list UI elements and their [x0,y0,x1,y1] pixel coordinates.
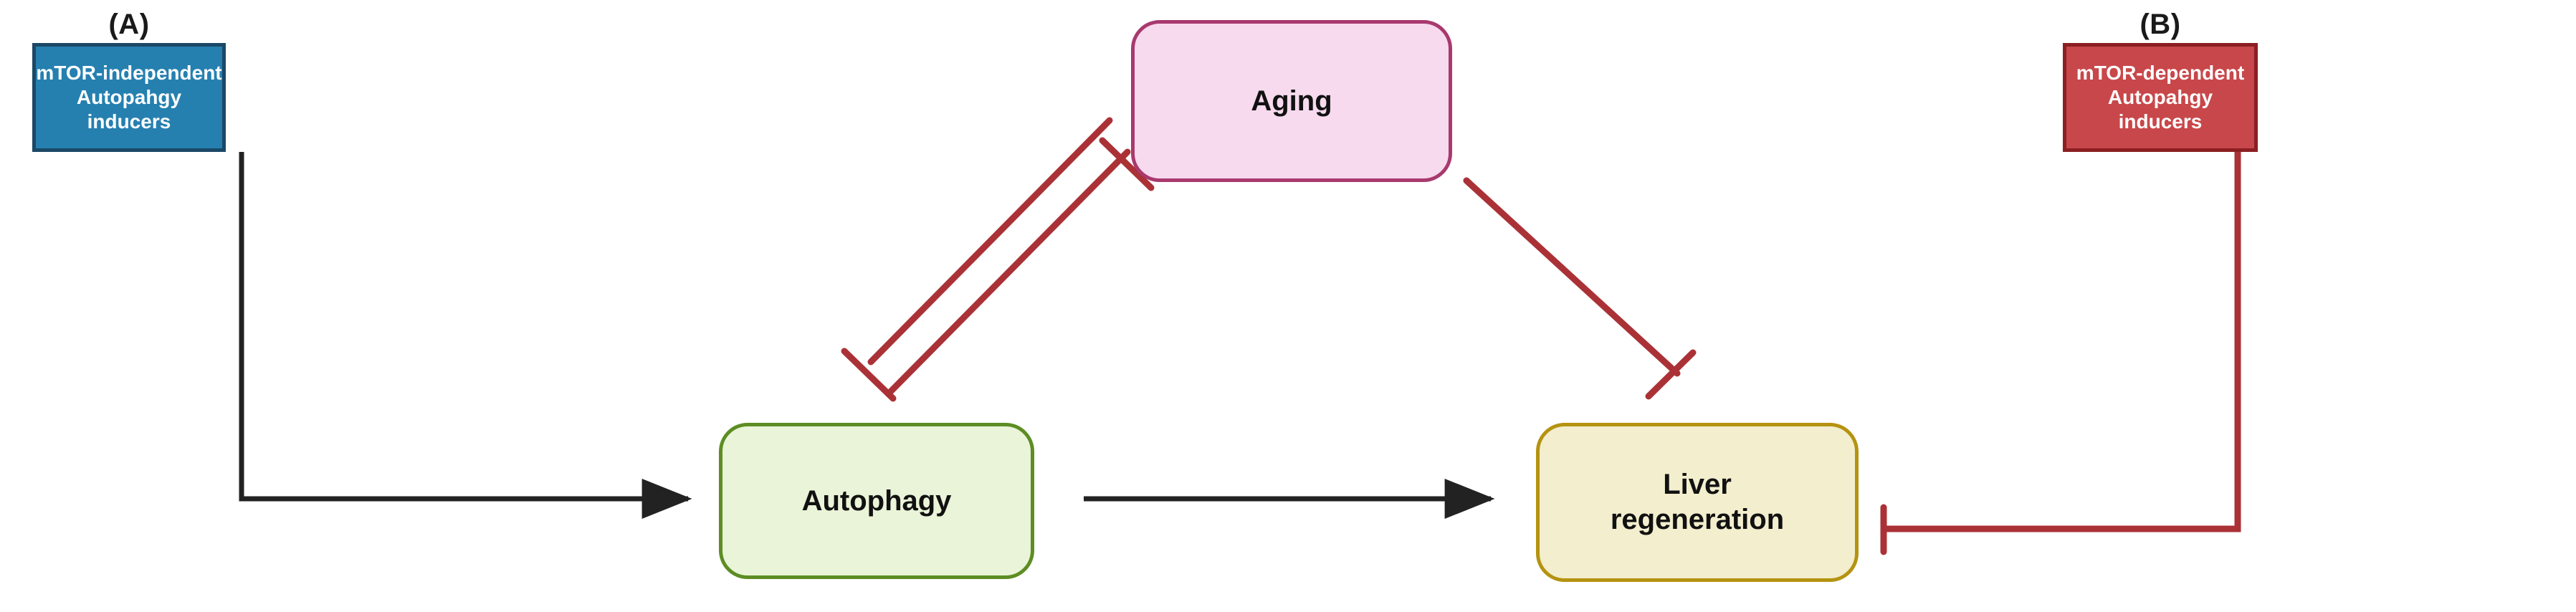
node-autophagy[interactable]: Autophagy [719,423,1034,579]
edge-autophagy-inhibits-aging [885,137,1155,397]
node-aging-label: Aging [1251,85,1332,117]
edge-aging-inhibits-autophagy [841,117,1113,402]
node-mtor-independent-label: mTOR-independent Autopahgy inducers [36,61,222,133]
edge-mtor-dependent-inhibits-liver [1880,152,2241,555]
panel-label-a: (A) [108,9,150,40]
node-mtor-dependent-label: mTOR-dependent Autopahgy inducers [2076,61,2245,133]
node-liver-regeneration-label: Liver regeneration [1610,469,1785,535]
node-mtor-dependent-autophagy-inducers[interactable]: mTOR-dependent Autopahgy inducers [2063,43,2258,152]
node-aging[interactable]: Aging [1131,20,1452,182]
node-autophagy-label: Autophagy [801,484,952,517]
edge-inducers-to-autophagy [239,152,692,519]
node-mtor-independent-autophagy-inducers[interactable]: mTOR-independent Autopahgy inducers [32,43,226,152]
panel-label-b: (B) [2139,9,2181,40]
edge-aging-inhibits-liver [1463,177,1697,400]
node-liver-regeneration[interactable]: Liver regeneration [1536,423,1859,582]
